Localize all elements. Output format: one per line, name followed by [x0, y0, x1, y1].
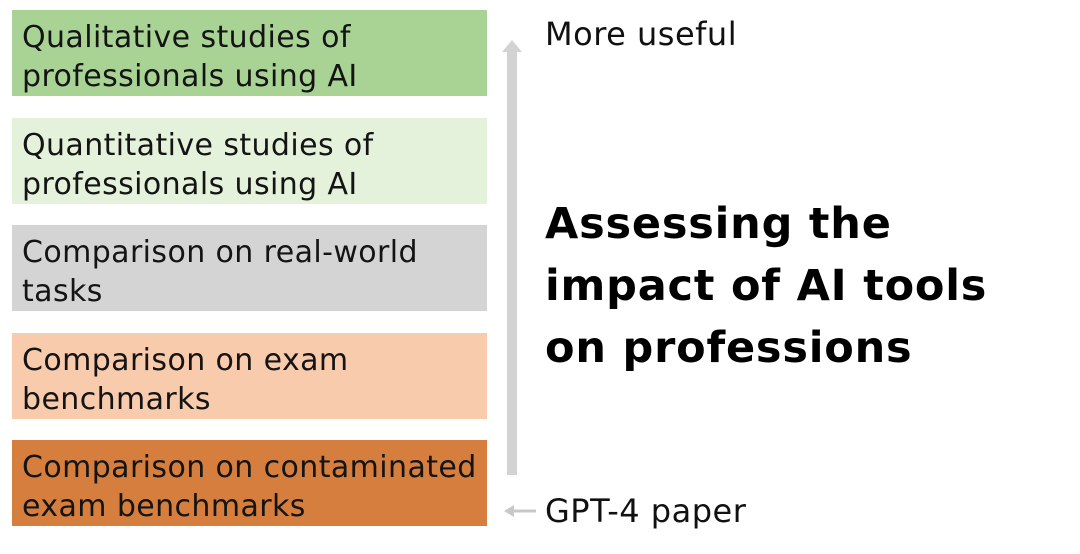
ladder-step-line: Quantitative studies of — [22, 128, 374, 163]
arrow-left-icon — [504, 505, 536, 517]
ladder-step-quantitative-studies: Quantitative studies of professionals us… — [12, 118, 487, 204]
ladder-step-line: professionals using AI — [22, 167, 358, 202]
slide-title: Assessing the impact of AI tools on prof… — [545, 193, 987, 379]
ladder-step-line: tasks — [22, 274, 103, 309]
slide-title-line: Assessing the — [545, 199, 892, 249]
ladder-step-line: Comparison on real-world — [22, 235, 418, 270]
arrow-up-icon — [502, 40, 522, 52]
slide-title-line: on professions — [545, 323, 913, 373]
gpt4-paper-label: GPT-4 paper — [545, 492, 747, 530]
ladder-step-qualitative-studies: Qualitative studies of professionals usi… — [12, 10, 487, 96]
usefulness-axis-shaft — [507, 50, 517, 475]
ladder-step-line: professionals using AI — [22, 59, 358, 94]
ladder-step-contaminated-benchmarks: Comparison on contaminated exam benchmar… — [12, 440, 487, 526]
ladder-step-line: Comparison on exam — [22, 343, 349, 378]
ladder-step-line: benchmarks — [22, 382, 211, 417]
ladder-step-real-world-tasks: Comparison on real-world tasks — [12, 225, 487, 311]
ladder-step-line: Comparison on contaminated — [22, 450, 477, 485]
slide-title-line: impact of AI tools — [545, 261, 988, 311]
ladder-step-line: exam benchmarks — [22, 489, 306, 524]
ladder-step-line: Qualitative studies of — [22, 20, 351, 55]
more-useful-label: More useful — [545, 15, 738, 53]
ladder-step-exam-benchmarks: Comparison on exam benchmarks — [12, 333, 487, 419]
